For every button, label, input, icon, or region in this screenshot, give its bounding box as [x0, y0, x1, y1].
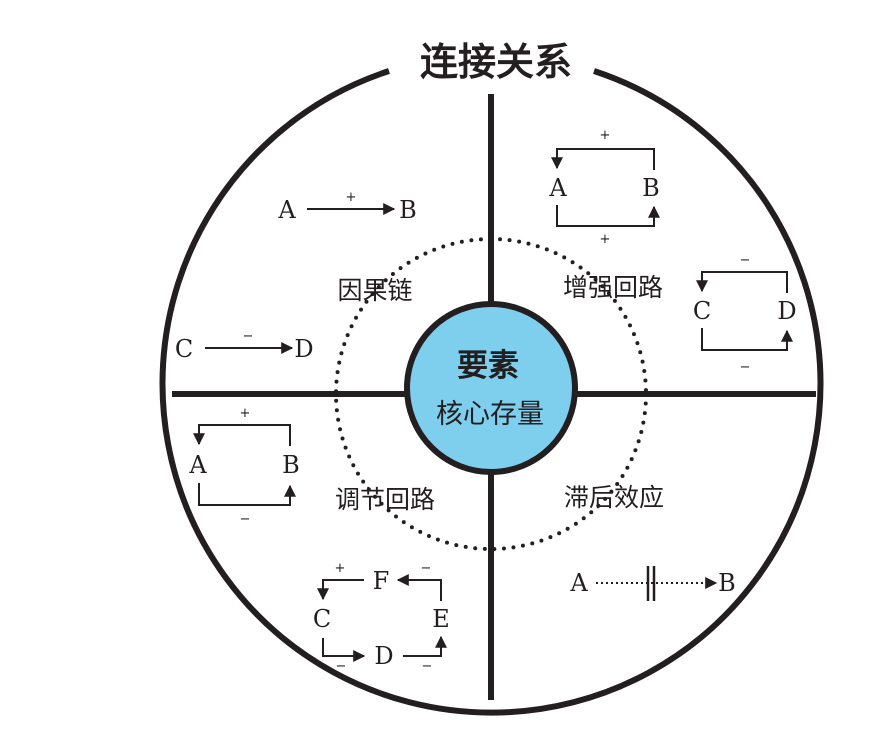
center-subtitle: 核心存量	[436, 399, 544, 430]
node-d: D	[777, 297, 796, 325]
center-title: 要素	[457, 348, 519, 384]
node-a: A	[569, 569, 588, 597]
node-d: D	[374, 642, 393, 670]
arrow-c-to-d	[322, 638, 366, 662]
sign-label: +	[346, 190, 357, 205]
quadrant-label-balancing: 调节回路	[335, 485, 435, 514]
node-b: B	[282, 451, 300, 479]
node-b: B	[399, 196, 417, 224]
center-node	[404, 301, 578, 475]
node-c: C	[693, 297, 711, 325]
node-a: A	[188, 451, 207, 479]
diagram-title: 连接关系	[420, 40, 572, 84]
arrow-f-to-c	[317, 579, 364, 601]
loop-top-arrow	[551, 148, 655, 170]
sign-label: −	[740, 360, 751, 375]
loop-bottom-arrow	[556, 205, 660, 227]
node-e: E	[432, 605, 450, 633]
reinforcing-loop-positive: + + A B	[548, 128, 660, 247]
sign-label: −	[240, 512, 251, 527]
sign-label: +	[600, 232, 611, 247]
loop-bottom-arrow	[701, 328, 793, 351]
quadrant-label-reinforcing: 增强回路	[563, 273, 663, 302]
loop-top-arrow	[193, 424, 291, 446]
quadrant-label-causal: 因果链	[337, 276, 412, 305]
node-a: A	[548, 174, 567, 202]
sign-label: −	[421, 561, 432, 576]
sign-label: +	[600, 128, 611, 143]
node-c: C	[175, 335, 193, 363]
node-b: B	[718, 569, 736, 597]
node-d: D	[294, 335, 313, 363]
sign-label: +	[240, 406, 251, 421]
sign-label: −	[336, 659, 347, 674]
dotted-ring	[334, 237, 648, 551]
node-f: F	[373, 567, 390, 595]
loop-bottom-arrow	[198, 483, 296, 506]
sign-label: +	[335, 561, 346, 576]
causal-link-negative: C − D	[175, 329, 314, 363]
node-a: A	[277, 196, 296, 224]
reinforcing-loop-negative: − − C D	[693, 253, 797, 375]
quadrant-label-delay: 滞后效应	[564, 483, 664, 512]
sign-label: −	[243, 329, 254, 344]
arrow-e-to-f	[396, 574, 442, 601]
sign-label: −	[740, 253, 751, 268]
node-b: B	[642, 174, 660, 202]
balancing-cycle: F C E D + − − −	[313, 561, 450, 674]
sign-label: −	[422, 659, 433, 674]
node-c: C	[313, 605, 331, 633]
balancing-loop: + − A B	[188, 406, 299, 527]
causal-link-positive: A + B	[277, 190, 416, 224]
delay-link: A B	[569, 566, 736, 601]
outer-ring	[159, 68, 824, 716]
arrow-d-to-e	[403, 635, 447, 657]
loop-top-arrow	[696, 271, 788, 293]
